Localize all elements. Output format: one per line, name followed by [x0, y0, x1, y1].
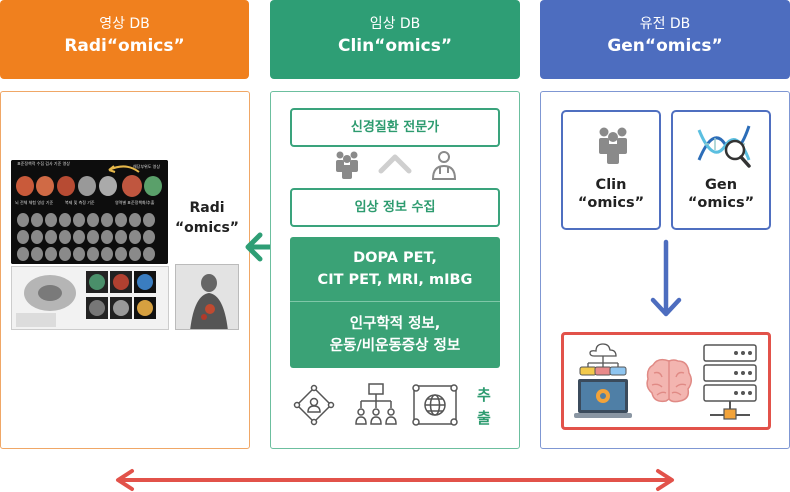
clinical-collection-box: 임상 정보 수집: [290, 188, 500, 227]
imaging-db-subtitle: 영상 DB: [99, 16, 150, 32]
patient-group-icon: [336, 151, 358, 179]
scan-caption-top-right: 해당부위도 영상: [133, 164, 161, 169]
genetic-db-subtitle: 유전 DB: [639, 16, 691, 32]
genetic-db-header: 유전 DB Gen“omics”: [540, 0, 790, 79]
doctor-icon: [431, 151, 457, 180]
green-divider: [290, 301, 500, 302]
imaging-db-header: 영상 DB Radi“omics”: [0, 0, 249, 79]
hierarchy-people-icon: [355, 383, 397, 425]
pet-modalities-box: DOPA PET, CIT PET, MRI, mIBG: [290, 237, 500, 301]
imaging-panel: 표준정책적 수집 검사 기준 영상 해당부위도 영상 뇌 전체 체험 영상 기준…: [0, 91, 250, 449]
chevron-up-icon: [378, 154, 412, 174]
demographic-info-line1: 인구학적 정보,: [349, 316, 441, 332]
clinical-panel: 신경질환 전문가 임상 정보 수집 DOPA PET, CIT PET, MRI…: [270, 91, 520, 449]
pet-modalities-line2: CIT PET, MRI, mIBG: [317, 272, 473, 288]
genetic-panel: Clin “omics” Gen “omics”: [540, 91, 790, 449]
demographic-info-box: 인구학적 정보, 운동/비운동증상 정보: [290, 302, 500, 368]
demographic-info-line2: 운동/비운동증상 정보: [329, 338, 461, 354]
integrated-analysis-box: [561, 332, 771, 430]
pet-modalities-line1: DOPA PET,: [353, 250, 437, 266]
clinical-db-header: 임상 DB Clin“omics”: [270, 0, 520, 79]
brain-icon: [646, 358, 692, 403]
clinical-db-subtitle: 임상 DB: [369, 16, 421, 32]
dna-magnifier-icon: [697, 125, 751, 168]
clinomics-box: Clin “omics”: [561, 110, 661, 230]
genetic-db-title: Gen“omics”: [607, 36, 723, 56]
extraction-label: 추 출: [477, 384, 491, 430]
scan-caption-mid-right: 영역별 표준정책화/추출: [115, 200, 155, 205]
clinomics-label-line2: “omics”: [577, 195, 645, 211]
genomics-box: Gen “omics”: [671, 110, 771, 230]
clinomics-label-line1: Clin: [595, 177, 627, 193]
scan-caption-mid-left: 뇌 전체 체험 영상 기준: [15, 200, 54, 205]
extraction-label-char1: 추: [477, 386, 491, 404]
genomics-label: Gen “omics”: [673, 176, 769, 212]
clinomics-label: Clin “omics”: [563, 176, 659, 212]
laptop-cloud-icon: [574, 343, 632, 418]
mri-analysis-image: [11, 266, 169, 330]
pet-body-scan-image: [175, 264, 239, 330]
imaging-db-title: Radi“omics”: [64, 36, 185, 56]
clinical-collection-label: 임상 정보 수집: [354, 200, 436, 215]
radiomics-label: Radi “omics”: [171, 198, 243, 238]
genomics-label-line2: “omics”: [687, 195, 755, 211]
extraction-label-char2: 출: [477, 409, 491, 427]
expert-box: 신경질환 전문가: [290, 108, 500, 147]
clinical-db-title: Clin“omics”: [338, 36, 452, 56]
network-user-icon: [293, 384, 335, 426]
radiomics-label-line1: Radi: [189, 200, 225, 216]
arrow-down-icon: [650, 239, 682, 317]
patient-group-icon: [599, 127, 627, 164]
global-network-icon: [412, 384, 458, 426]
genomics-label-line1: Gen: [704, 177, 738, 193]
brain-scan-grid-image: 표준정책적 수집 검사 기준 영상 해당부위도 영상 뇌 전체 체험 영상 기준…: [11, 160, 168, 264]
server-icon: [703, 344, 757, 420]
expert-label: 신경질환 전문가: [350, 120, 440, 135]
radiomics-label-line2: “omics”: [174, 220, 240, 236]
scan-caption-top-left: 표준정책적 수집 검사 기준 영상: [17, 161, 70, 166]
double-arrow-icon: [116, 469, 674, 491]
scan-caption-mid-center: 복제 및 측정 기준: [65, 200, 95, 205]
